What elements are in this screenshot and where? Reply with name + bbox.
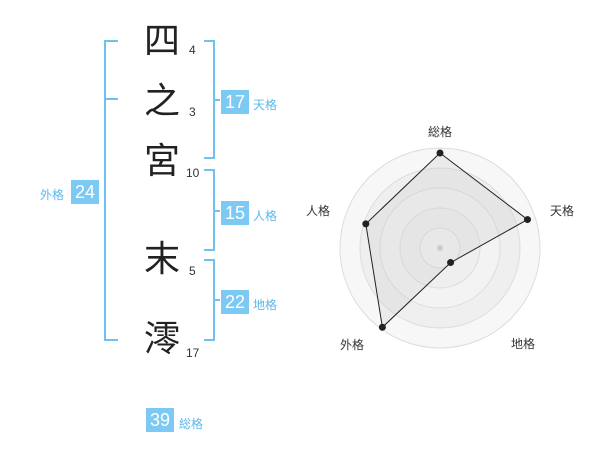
chikaku-label: 地格 — [253, 298, 278, 312]
radar-axis-label-tenkaku: 天格 — [550, 204, 575, 218]
radar-point-5 — [362, 220, 370, 228]
chikaku-value: 22 — [221, 290, 249, 314]
jinkaku-value: 15 — [221, 201, 249, 225]
radar-center — [437, 245, 443, 251]
name-char-5: 澪 — [143, 319, 180, 360]
stroke-count-5: 17 — [186, 346, 200, 360]
stroke-count-4: 5 — [189, 264, 196, 278]
name-char-3: 宮 — [143, 141, 180, 182]
radar-series-polygon — [365, 152, 529, 329]
gaikaku-bracket — [104, 40, 118, 341]
name-char-2: 之 — [143, 81, 180, 122]
name-char-4: 末 — [143, 239, 180, 280]
gaikaku-value: 24 — [71, 180, 99, 204]
stroke-count-3: 10 — [186, 166, 200, 180]
radar-axis-label-gaikaku: 外格 — [340, 338, 365, 352]
radar-point-1 — [436, 149, 444, 157]
jinkaku-label: 人格 — [253, 209, 278, 223]
radar-point-3 — [447, 259, 455, 267]
radar-point-4 — [378, 323, 386, 331]
soukaku-value: 39 — [146, 408, 174, 432]
tenkaku-label: 天格 — [253, 98, 278, 112]
soukaku-label: 総格 — [179, 417, 204, 431]
tenkaku-value: 17 — [221, 90, 249, 114]
name-char-1: 四 — [143, 21, 180, 62]
stroke-count-2: 3 — [189, 105, 196, 119]
radar-axis-label-soukaku: 総格 — [428, 125, 453, 139]
radar-axis-label-chikaku: 地格 — [511, 337, 536, 351]
radar-axis-label-jinkaku: 人格 — [306, 204, 331, 218]
stroke-count-1: 4 — [189, 43, 196, 57]
radar-point-2 — [523, 216, 531, 224]
gaikaku-label: 外格 — [40, 188, 65, 202]
